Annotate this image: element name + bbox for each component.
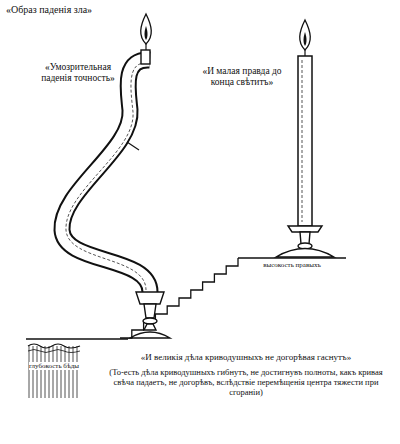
step-label: высокость правыхъ <box>236 261 348 269</box>
straight-candle <box>298 20 312 226</box>
right-candlestick <box>276 226 334 257</box>
quote-label: «И великія дѣла криводушныхъ не догорѣва… <box>100 352 392 362</box>
abyss <box>28 344 80 398</box>
ledge <box>26 338 128 340</box>
abyss-label: глубокость бѣды <box>29 362 79 370</box>
explanation-label: (То-есть дѣла криводушныхъ гибнутъ, не д… <box>100 368 392 397</box>
motto-label: «И малая правда до конца свѣтитъ» <box>192 66 292 88</box>
left-candlestick <box>130 292 170 338</box>
note-label: «Умозрительная паденія точность» <box>36 62 120 84</box>
title: «Образ паденія зла» <box>6 4 176 16</box>
crooked-candle <box>62 14 151 292</box>
